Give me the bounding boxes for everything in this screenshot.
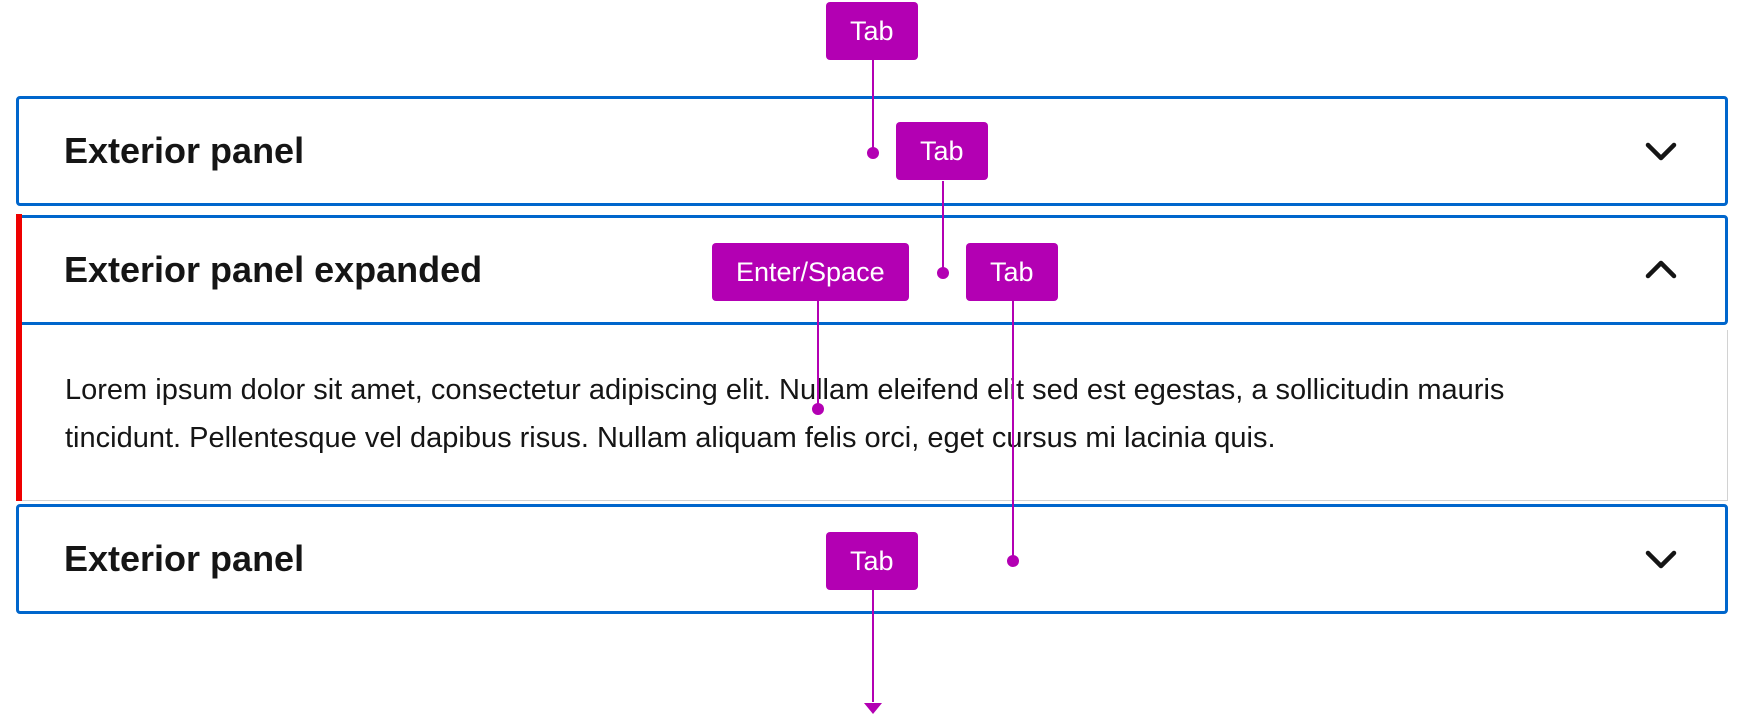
accordion-toggle-title: Exterior panel (64, 130, 305, 171)
chevron-down-icon (1645, 550, 1677, 569)
arrow-down-icon (864, 703, 882, 714)
accordion-toggle-title: Exterior panel expanded (64, 249, 483, 290)
key-badge-tab: Tab (826, 2, 918, 60)
expanded-indicator-bar (16, 214, 22, 501)
accordion-toggle-1[interactable]: Exterior panel (16, 96, 1728, 206)
key-badge-tab: Tab (896, 122, 988, 180)
accordion-content-text: Lorem ipsum dolor sit amet, consectetur … (65, 374, 1505, 454)
accordion-toggle-title: Exterior panel (64, 538, 305, 579)
chevron-up-icon (1645, 260, 1677, 279)
accordion-expanded-content: Lorem ipsum dolor sit amet, consectetur … (16, 330, 1728, 501)
key-badge-enter-space: Enter/Space (712, 243, 909, 301)
chevron-down-icon (1645, 142, 1677, 161)
key-badge-tab: Tab (826, 532, 918, 590)
key-badge-tab: Tab (966, 243, 1058, 301)
